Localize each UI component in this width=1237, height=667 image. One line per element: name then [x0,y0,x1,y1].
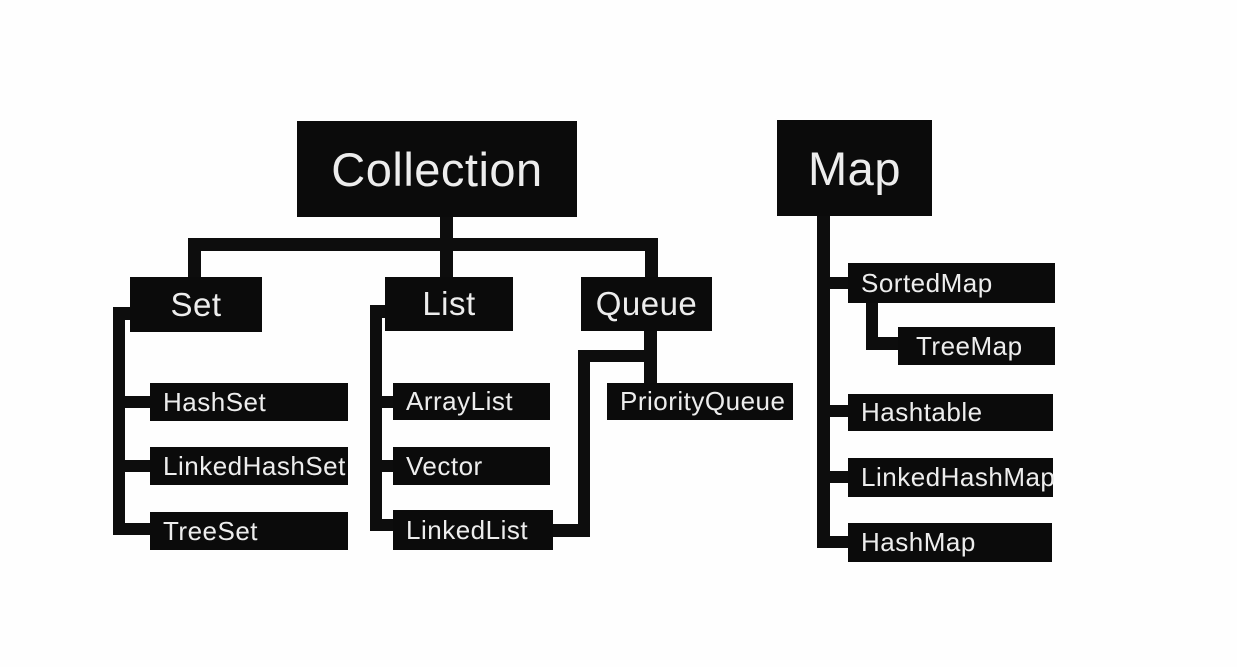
node-list: List [385,277,513,331]
node-treeset: TreeSet [150,512,348,550]
node-hashmap: HashMap [848,523,1052,562]
edge-hashset-stub [113,396,155,408]
node-arraylist: ArrayList [393,383,550,420]
edge-set-drop-vertical [188,238,201,280]
edge-queue-linkedlist-vertical [578,350,590,537]
edge-vector-stub [370,460,398,472]
node-linkedlist: LinkedList [393,510,553,550]
node-set: Set [130,277,262,332]
edge-linkedhashmap-stub [817,471,849,483]
edge-set-spine-vertical [113,307,125,535]
edge-sortedmap-stub [817,277,849,289]
node-hashset: HashSet [150,383,348,421]
edge-linkedlist-stub [370,519,398,531]
node-vector: Vector [393,447,550,485]
edge-hashtable-stub [817,405,849,417]
edge-linkedhashset-stub [113,460,155,472]
edge-queue-drop-vertical [645,238,658,280]
node-collection: Collection [297,121,577,217]
edge-sortedmap-treemap-horizontal [866,337,900,350]
node-sortedmap: SortedMap [848,263,1055,303]
edge-hashmap-stub [817,536,849,548]
node-linkedhashset: LinkedHashSet [150,447,348,485]
edge-treeset-stub [113,523,155,535]
node-priorityqueue: PriorityQueue [607,383,793,420]
node-queue: Queue [581,277,712,331]
edge-queue-linkedlist-horizontal [580,350,657,362]
node-treemap: TreeMap [898,327,1055,365]
edge-map-spine-vertical [817,215,830,548]
edge-collection-children-horizontal [188,238,658,251]
edge-arraylist-stub [370,396,398,408]
node-hashtable: Hashtable [848,394,1053,431]
edge-linkedlist-right-horizontal [551,524,590,537]
edge-set-spine-top-stub [113,307,135,320]
edge-list-spine-vertical [370,305,382,531]
node-map: Map [777,120,932,216]
node-linkedhashmap: LinkedHashMap [848,458,1055,497]
